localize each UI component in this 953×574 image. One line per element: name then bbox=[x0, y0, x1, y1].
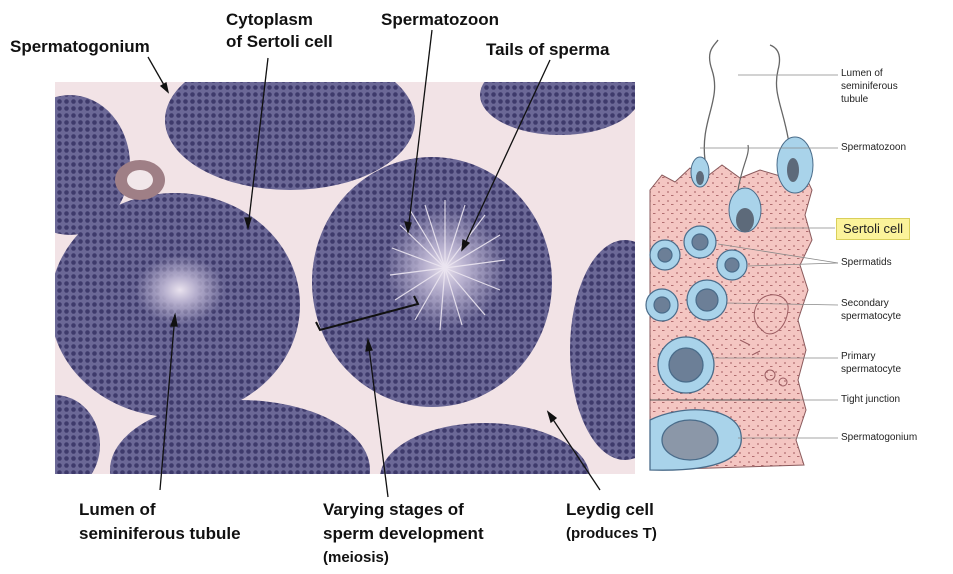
dlabel-secondary-line2: spermatocyte bbox=[841, 311, 901, 323]
primary-spermatocyte bbox=[658, 337, 714, 393]
dlabel-spermatozoon: Spermatozoon bbox=[841, 142, 906, 154]
label-lumen-line2: seminiferous tubule bbox=[79, 524, 241, 544]
dlabel-primary-line1: Primary bbox=[841, 351, 875, 363]
dlabel-spermatogonium: Spermatogonium bbox=[841, 432, 917, 444]
label-leydig-line2: (produces T) bbox=[566, 524, 657, 544]
label-varying-line3: (meiosis) bbox=[323, 548, 389, 568]
label-tails: Tails of sperma bbox=[486, 40, 609, 60]
label-spermatogonium: Spermatogonium bbox=[10, 37, 150, 57]
dlabel-spermatids: Spermatids bbox=[841, 257, 892, 269]
dlabel-secondary-line1: Secondary bbox=[841, 298, 889, 310]
label-varying-line2: sperm development bbox=[323, 524, 484, 544]
dlabel-sertoli-cell: Sertoli cell bbox=[836, 218, 910, 240]
dlabel-lumen-line3: tubule bbox=[841, 94, 868, 106]
dlabel-lumen-line2: seminiferous bbox=[841, 81, 898, 93]
label-spermatozoon: Spermatozoon bbox=[381, 10, 499, 30]
label-leydig-line1: Leydig cell bbox=[566, 500, 654, 520]
dlabel-lumen-line1: Lumen of bbox=[841, 68, 883, 80]
dlabel-primary-line2: spermatocyte bbox=[841, 364, 901, 376]
label-varying-line1: Varying stages of bbox=[323, 500, 464, 520]
label-cytoplasm-line2: of Sertoli cell bbox=[226, 32, 333, 52]
dlabel-tight-junction: Tight junction bbox=[841, 394, 900, 406]
label-cytoplasm-line1: Cytoplasm bbox=[226, 10, 313, 30]
label-lumen-line1: Lumen of bbox=[79, 500, 156, 520]
